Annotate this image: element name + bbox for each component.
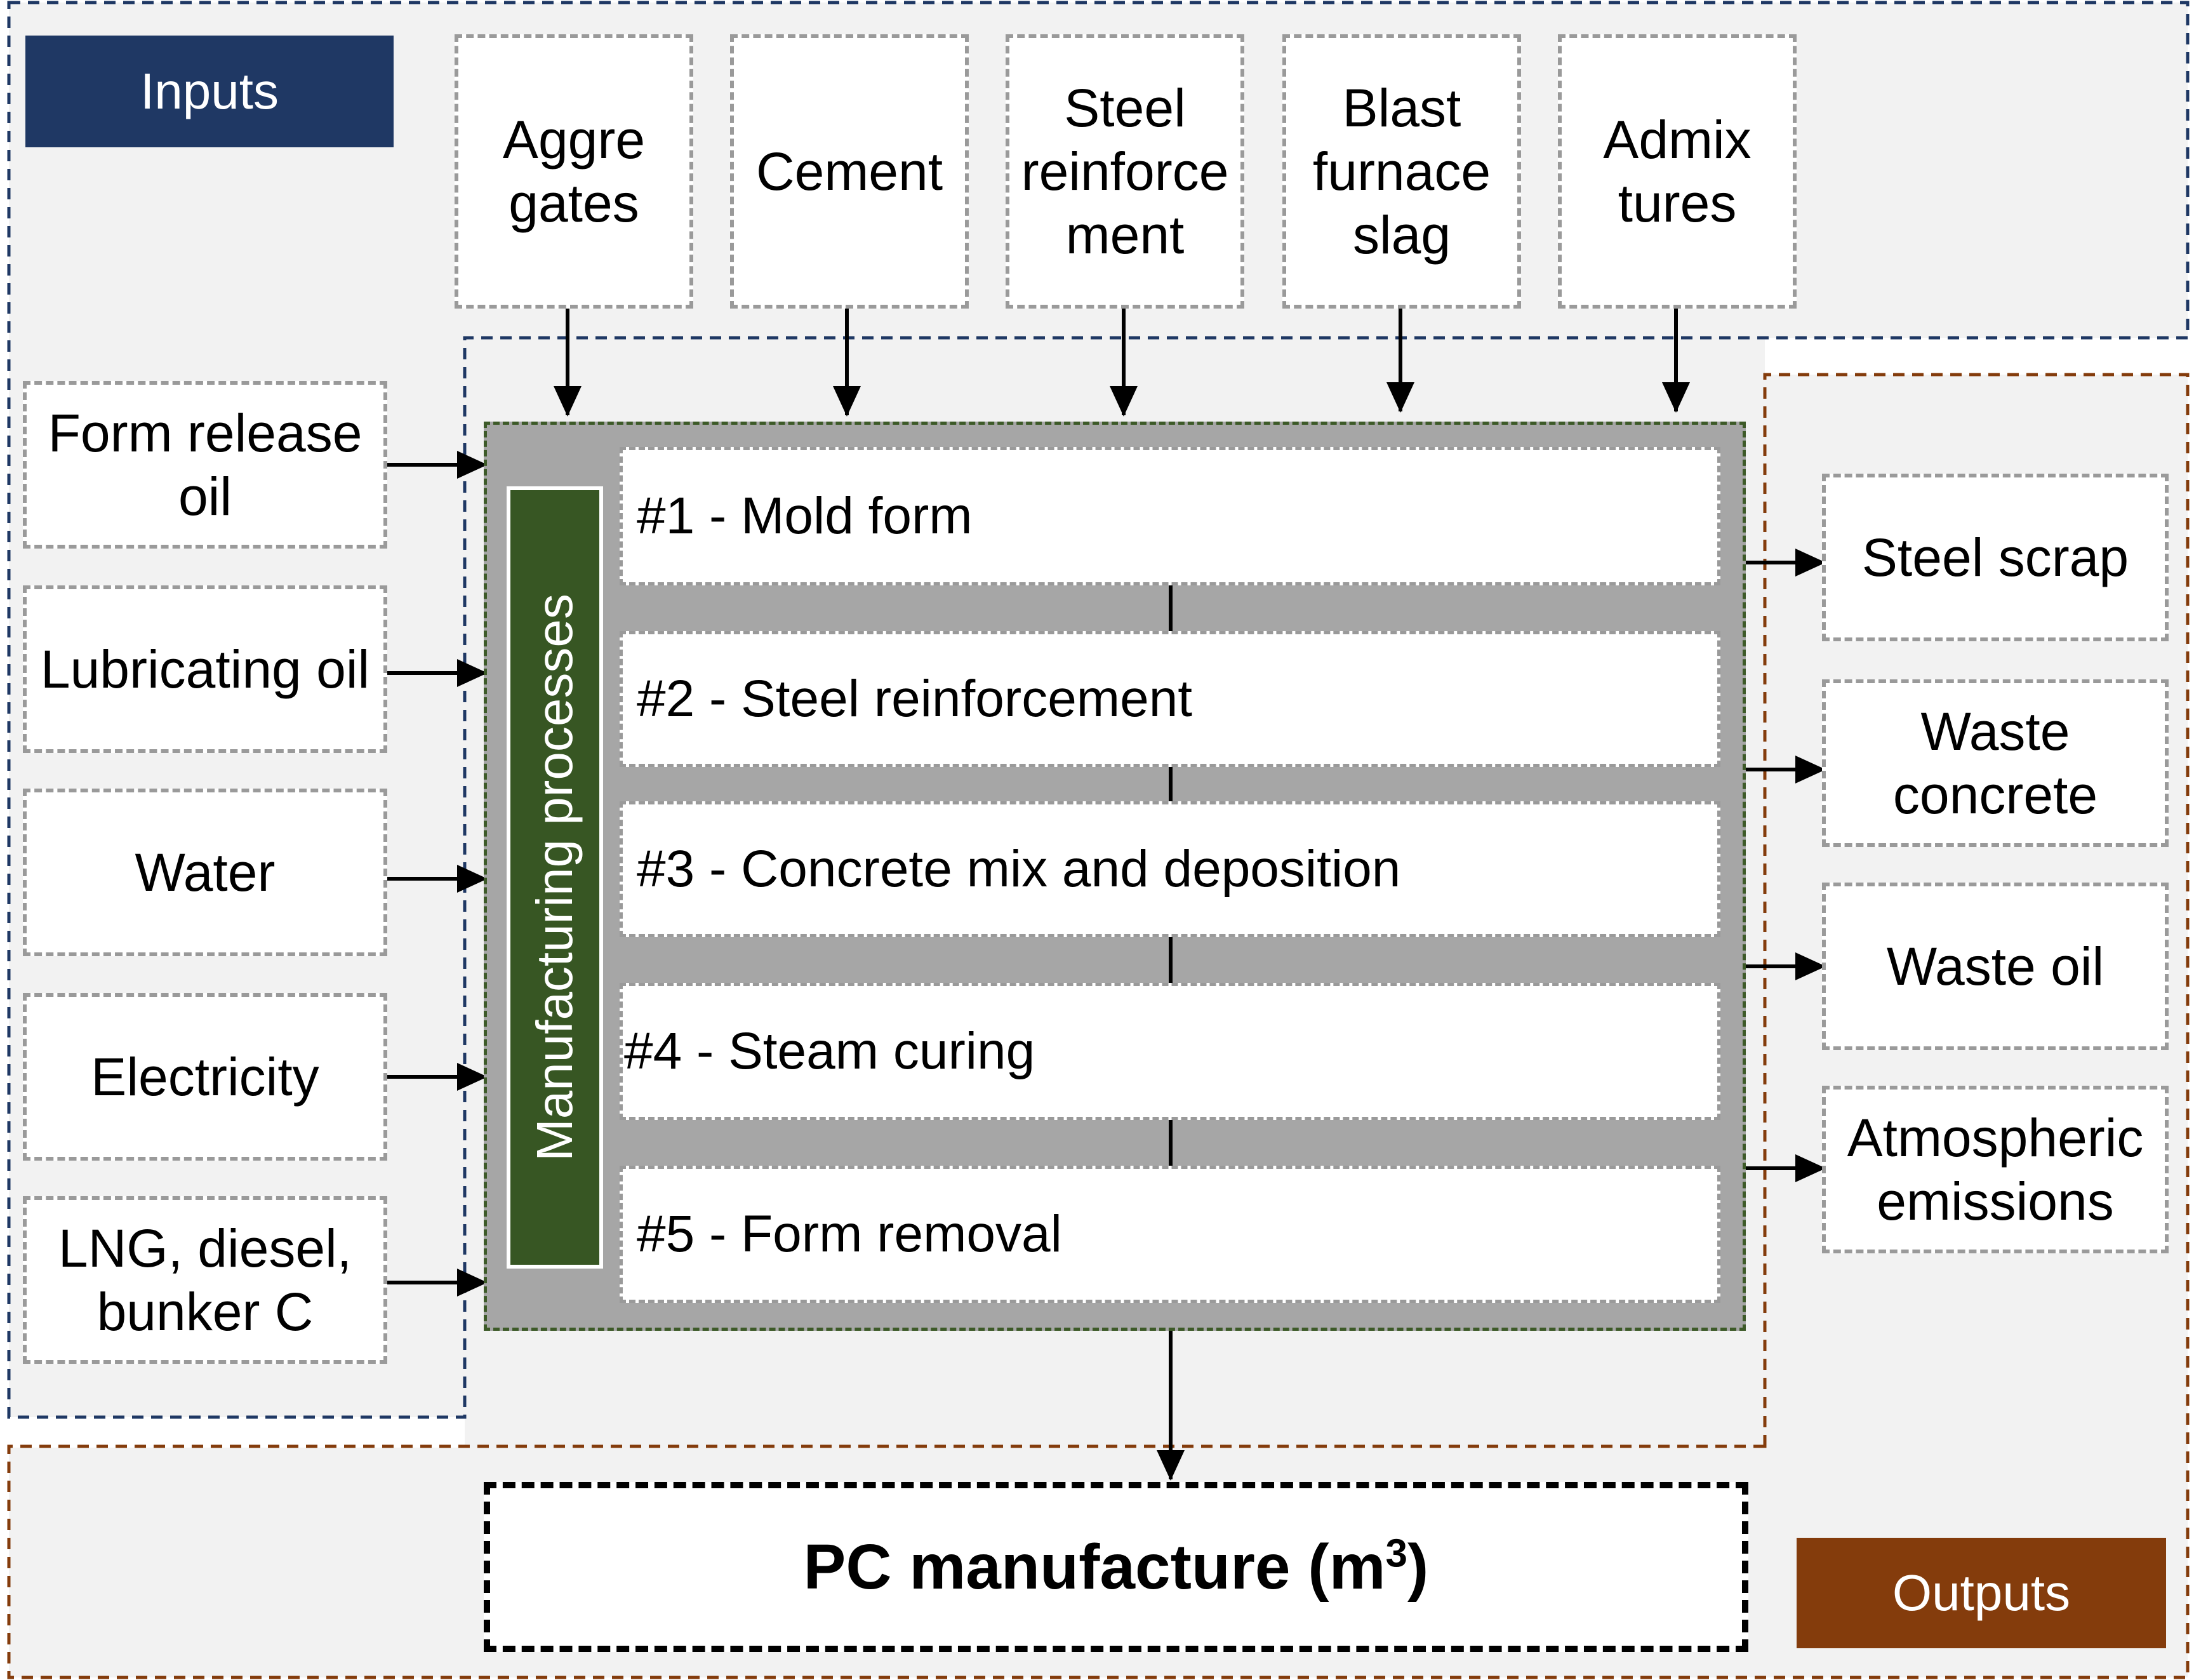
process-step-4: #4 - Steam curing xyxy=(620,983,1720,1120)
output-steel-scrap-label: Steel scrap xyxy=(1861,528,2129,587)
input-aggregates-box: Aggre gates xyxy=(455,34,693,309)
step-connector xyxy=(1169,937,1173,983)
outputs-region-border xyxy=(7,373,2190,1679)
process-step-1-label: #1 - Mold form xyxy=(637,487,973,545)
input-water-label: Water xyxy=(135,843,276,902)
inputs-region-border xyxy=(7,1,2190,1419)
process-step-1: #1 - Mold form xyxy=(620,447,1720,585)
pc-manufacture-close: ) xyxy=(1407,1531,1429,1603)
output-waste-concrete-box: Waste concrete xyxy=(1822,679,2169,847)
input-electricity-box: Electricity xyxy=(23,993,387,1161)
input-aggregates-label: Aggre gates xyxy=(502,110,646,233)
process-step-3: #3 - Concrete mix and deposition xyxy=(620,801,1720,937)
input-steel-reinforcement-box: Steel reinforce ment xyxy=(1006,34,1244,309)
input-lubricating-oil-label: Lubricating oil xyxy=(40,639,370,699)
step-connector xyxy=(1169,585,1173,631)
output-waste-concrete-label: Waste concrete xyxy=(1892,702,2098,825)
input-form-release-oil-box: Form release oil xyxy=(23,381,387,549)
step-connector xyxy=(1169,1120,1173,1166)
input-water-box: Water xyxy=(23,789,387,956)
pc-manufacture-unit-exponent: 3 xyxy=(1385,1531,1408,1576)
process-step-5-label: #5 - Form removal xyxy=(637,1205,1062,1263)
input-lubricating-oil-box: Lubricating oil xyxy=(23,585,387,753)
pc-manufacture-name: PC manufacture (m xyxy=(803,1531,1386,1603)
top-input-arrows xyxy=(554,309,1690,417)
side-input-arrows xyxy=(387,451,488,1297)
manufacturing-processes-label-bar: Manufacturing processes xyxy=(507,486,603,1269)
inputs-tag: Inputs xyxy=(25,36,394,147)
input-form-release-oil-label: Form release oil xyxy=(48,403,362,526)
process-step-2-label: #2 - Steel reinforcement xyxy=(637,670,1193,728)
outputs-tag: Outputs xyxy=(1797,1538,2166,1648)
input-cement-label: Cement xyxy=(755,142,943,201)
output-arrows xyxy=(1746,549,1826,1182)
outputs-tag-label: Outputs xyxy=(1892,1564,2071,1621)
pc-manufacture-label: PC manufacture (m3) xyxy=(804,1531,1429,1604)
output-atmospheric-emissions-label: Atmospheric emissions xyxy=(1847,1108,2144,1231)
output-waste-oil-box: Waste oil xyxy=(1822,883,2169,1050)
step-connector xyxy=(1169,767,1173,801)
input-electricity-label: Electricity xyxy=(91,1047,319,1107)
manufacturing-processes-label: Manufacturing processes xyxy=(526,594,583,1161)
output-waste-oil-label: Waste oil xyxy=(1886,937,2104,996)
pc-manufacture-box: PC manufacture (m3) xyxy=(484,1482,1748,1652)
process-step-5: #5 - Form removal xyxy=(620,1166,1720,1303)
process-step-4-label: #4 - Steam curing xyxy=(624,1022,1035,1080)
input-blast-furnace-slag-label: Blast furnace slag xyxy=(1312,78,1491,265)
inputs-tag-label: Inputs xyxy=(140,63,279,119)
output-steel-scrap-box: Steel scrap xyxy=(1822,474,2169,641)
input-admixtures-label: Admix tures xyxy=(1603,110,1752,233)
input-fuels-label: LNG, diesel, bunker C xyxy=(58,1218,352,1342)
process-step-3-label: #3 - Concrete mix and deposition xyxy=(637,840,1401,898)
process-step-2: #2 - Steel reinforcement xyxy=(620,631,1720,767)
input-cement-box: Cement xyxy=(730,34,969,309)
output-atmospheric-emissions-box: Atmospheric emissions xyxy=(1822,1086,2169,1253)
input-steel-reinforcement-label: Steel reinforce ment xyxy=(1021,78,1229,265)
input-fuels-box: LNG, diesel, bunker C xyxy=(23,1196,387,1364)
input-blast-furnace-slag-box: Blast furnace slag xyxy=(1282,34,1521,309)
input-admixtures-box: Admix tures xyxy=(1558,34,1797,309)
